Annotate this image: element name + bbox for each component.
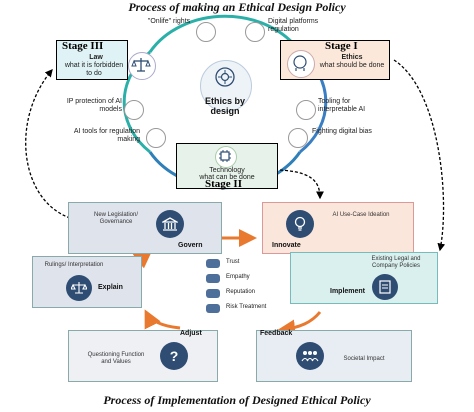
dashed-arrow-right [393, 59, 446, 252]
item-digital-platforms: Digital platforms regulation [268, 18, 319, 33]
stage2-sub: what can be done [199, 174, 255, 181]
people-icon [296, 342, 324, 370]
center-item-empathy: Empathy [226, 274, 250, 280]
stage2-title: Stage II [205, 178, 242, 190]
ring-teal-arc [148, 14, 302, 53]
feedback-sub: Societal Impact [343, 356, 385, 362]
chip-icon [219, 150, 231, 162]
cycle-arc-bottom-left [144, 309, 181, 330]
empathy-icon [206, 274, 220, 283]
explain-sub: Rulings/ Interpretation [44, 262, 104, 268]
trust-icon [206, 259, 220, 268]
stage1-sub: what should be done [319, 62, 385, 69]
stage1-label: Ethics [341, 54, 363, 61]
stage3-label: Law [89, 54, 103, 61]
dashed-arrow-stage2 [279, 169, 324, 200]
stage2-label: Technology [209, 167, 245, 174]
bottom-title: Process of Implementation of Designed Et… [103, 393, 371, 407]
platform-icon [245, 22, 265, 42]
implement-sub: Existing Legal and Company Policies [371, 256, 421, 269]
hands-icon [288, 128, 308, 148]
implement-label: Implement [330, 288, 366, 295]
network-icon [124, 100, 144, 120]
scales-icon [131, 58, 151, 72]
implement-card [290, 252, 438, 304]
stage1-title: Stage I [325, 40, 358, 52]
cycle-arc-bottom-right [277, 311, 322, 338]
adjust-card [68, 330, 218, 382]
question-icon: ? [160, 342, 188, 370]
item-ai-tools: AI tools for regulation making [73, 128, 140, 143]
vr-goggles-icon [196, 22, 216, 42]
govern-card [68, 202, 222, 254]
feedback-card [256, 330, 412, 382]
stage3-sub: what it is forbidden to do [64, 62, 124, 77]
explain-scales-icon [66, 275, 92, 301]
center-label: Ethics by design [204, 96, 245, 116]
center-item-reputation: Reputation [226, 289, 256, 295]
stage3-title: Stage III [62, 40, 104, 52]
innovate-sub: AI Use-Case Ideation [332, 212, 390, 218]
center-item-risk: Risk Treatment [226, 304, 267, 310]
risk-icon [206, 304, 220, 313]
adjust-label: Adjust [180, 330, 202, 337]
explain-label: Explain [98, 284, 123, 291]
lightbulb-icon [286, 210, 314, 238]
brain-head-icon [215, 67, 235, 87]
top-title: Process of making an Ethical Design Poli… [128, 0, 346, 14]
stage3-box [56, 40, 128, 80]
tooling-icon [296, 100, 316, 120]
govern-icon [156, 210, 184, 238]
item-fighting-bias: Fighting digital bias [312, 128, 372, 135]
building-icon [146, 128, 166, 148]
adjust-sub: Questioning Function and Values [87, 352, 145, 365]
document-icon [372, 274, 398, 300]
feedback-label: Feedback [260, 330, 293, 337]
item-onlife: "Onlife" rights [147, 18, 191, 25]
govern-sub: New Legislation/ Governance [93, 212, 139, 225]
stage3-icon-circle [128, 52, 156, 80]
item-ip-protection: IP protection of AI models [66, 98, 122, 113]
innovate-label: Innovate [272, 242, 301, 249]
dashed-arrow-left [25, 69, 71, 219]
item-tooling: Tooling for interpretable AI [318, 98, 366, 113]
govern-label: Govern [178, 242, 203, 249]
head-icon [293, 55, 307, 71]
reputation-icon [206, 289, 220, 298]
center-item-trust: Trust [226, 259, 240, 265]
stage1-icon-circle [287, 50, 315, 78]
